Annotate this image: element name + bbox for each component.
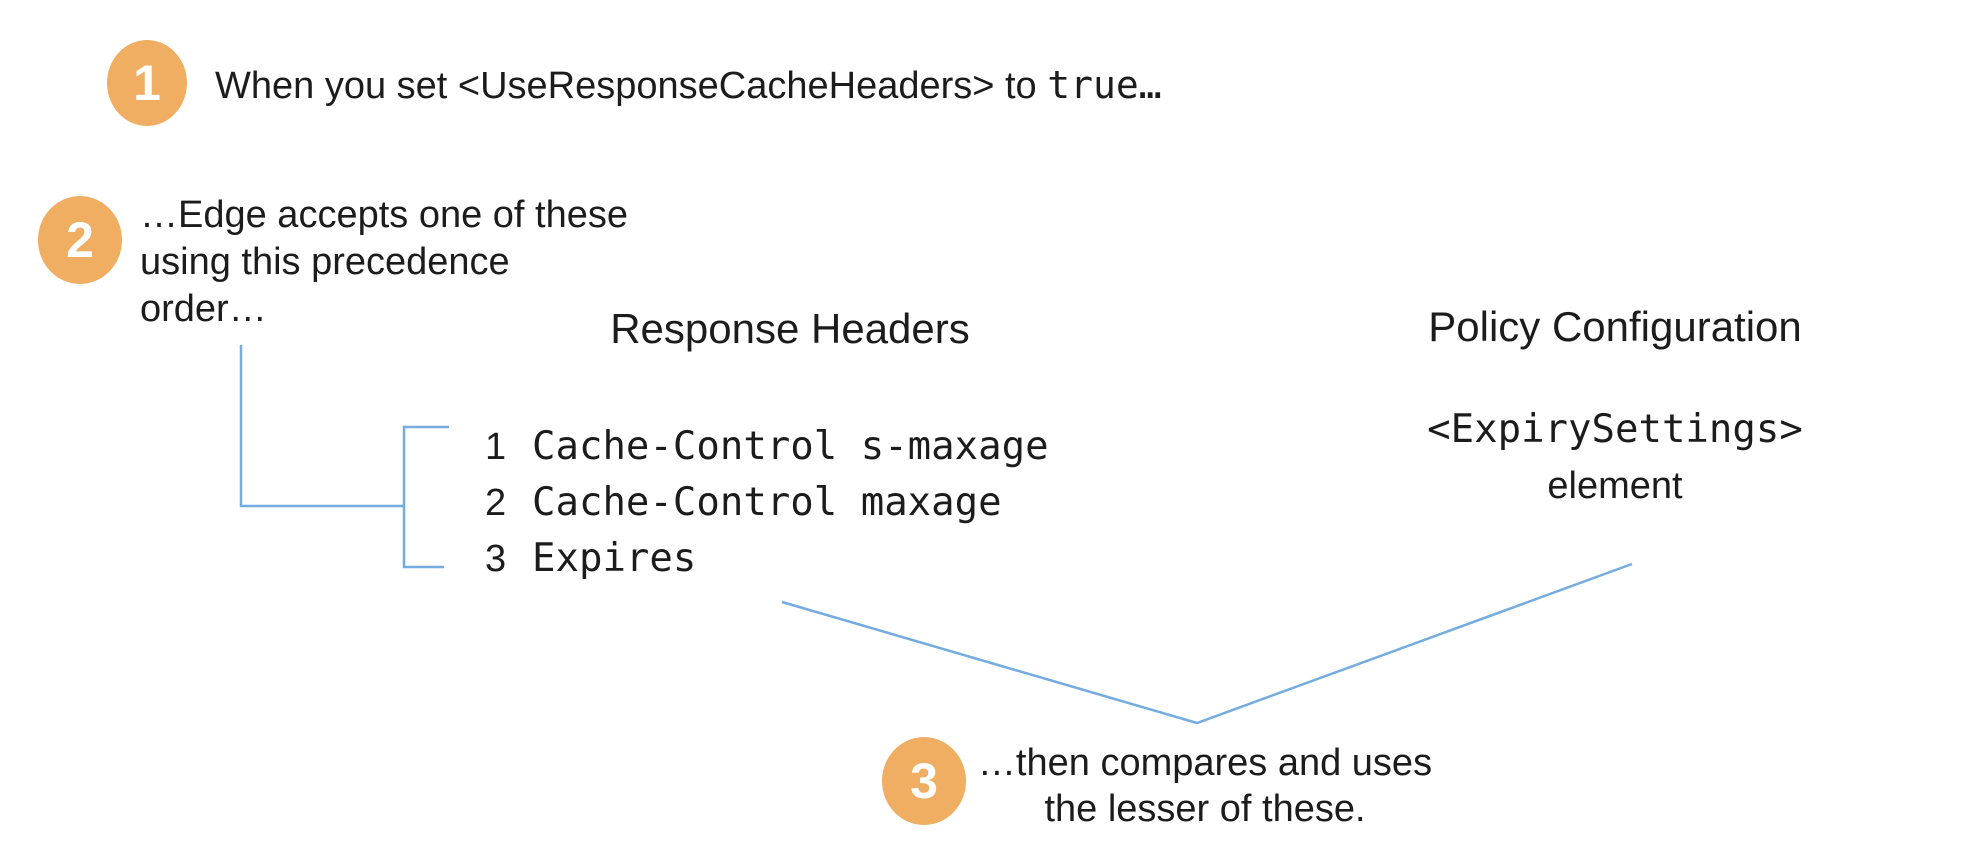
step-3-badge: 3: [882, 737, 966, 825]
response-headers-title: Response Headers: [610, 305, 970, 352]
expiry-settings-caption: element: [1547, 465, 1683, 507]
compare-v-line: [781, 562, 1633, 725]
precedence-item-3: 3 Expires: [485, 536, 696, 581]
precedence-item-2-rank: 2: [485, 482, 507, 524]
step-1-text-plain: When you set <UseResponseCacheHeaders> t…: [215, 65, 1048, 107]
precedence-item-1: 1 Cache-Control s-maxage: [485, 424, 1049, 469]
precedence-item-2-name: Cache-Control maxage: [532, 480, 1002, 525]
step-2-number: 2: [66, 212, 94, 268]
precedence-item-2: 2 Cache-Control maxage: [485, 480, 1002, 525]
precedence-item-3-name: Expires: [532, 536, 697, 581]
precedence-bracket: [402, 425, 449, 569]
step-3-number: 3: [910, 753, 938, 809]
step-2-line-1: …Edge accepts one of these: [140, 194, 628, 236]
precedence-item-1-name: Cache-Control s-maxage: [532, 424, 1049, 469]
step-1-text: When you set <UseResponseCacheHeaders> t…: [215, 62, 1162, 110]
step-2-badge: 2: [38, 196, 122, 284]
step-2-line-3: order…: [140, 288, 267, 330]
step-1-code-true: true…: [1047, 63, 1162, 107]
step-3-text: …then compares and uses the lesser of th…: [945, 740, 1465, 832]
step-3-line-2: the lesser of these.: [1044, 788, 1366, 830]
step-2-line-2: using this precedence: [140, 241, 510, 283]
precedence-connector-line: [239, 345, 403, 508]
step-1-number: 1: [133, 55, 161, 111]
precedence-item-1-rank: 1: [485, 426, 507, 468]
step-1-badge: 1: [107, 40, 187, 126]
step-2-text: …Edge accepts one of these using this pr…: [140, 192, 628, 333]
expiry-settings-code: <ExpirySettings>: [1427, 407, 1803, 452]
step-3-line-1: …then compares and uses: [977, 742, 1433, 784]
precedence-item-3-rank: 3: [485, 538, 507, 580]
policy-configuration-title: Policy Configuration: [1428, 303, 1802, 350]
